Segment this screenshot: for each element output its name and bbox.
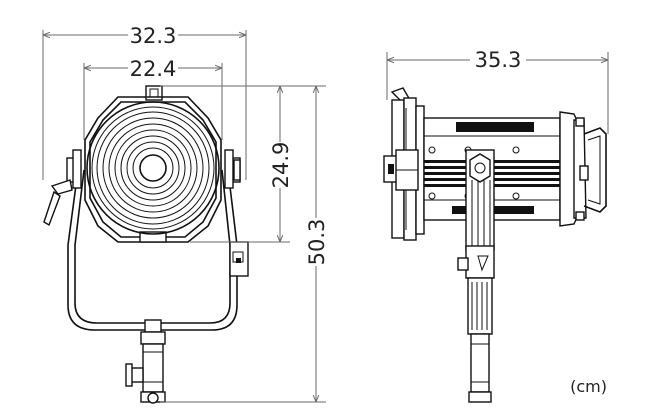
front-view	[43, 85, 249, 404]
side-view	[383, 87, 607, 403]
dim-label-front-overall-width: 32.3	[130, 24, 177, 48]
front-side-knobs	[66, 149, 241, 189]
fresnel-lens	[86, 101, 220, 235]
dim-label-side-depth: 35.3	[475, 48, 522, 72]
top-handle	[145, 85, 163, 101]
dim-label-front-lens-width: 22.4	[130, 57, 177, 81]
yoke-side-box	[229, 241, 249, 277]
side-yoke-arm	[465, 149, 495, 251]
front-dimensions: 32.3 22.4 24.9 50.3	[42, 22, 330, 403]
unit-label: (cm)	[570, 377, 607, 396]
side-front-doors	[383, 87, 425, 241]
dim-label-front-overall-height: 50.3	[305, 219, 329, 266]
tilt-lock-handle	[43, 179, 73, 227]
side-dimensions: 35.3	[386, 46, 609, 134]
dim-label-front-head-height: 24.9	[269, 142, 293, 189]
side-rear-cap	[559, 111, 607, 227]
front-stand-mount	[125, 319, 166, 404]
front-head-housing	[84, 96, 222, 243]
side-stand-mount	[457, 245, 495, 403]
